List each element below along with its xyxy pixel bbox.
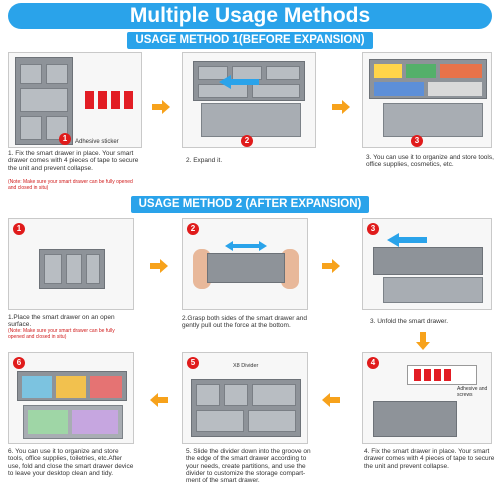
hand-image <box>193 249 211 289</box>
m1-step1-note: (Note: Make sure your smart drawer can b… <box>8 179 133 191</box>
step-number-badge: 3 <box>367 223 379 235</box>
right-arrow-icon <box>150 259 168 273</box>
adhesive-sticker-image <box>407 365 477 385</box>
page-title: Multiple Usage Methods <box>8 3 492 29</box>
m2-step1-panel: 1 <box>8 218 134 310</box>
drawer-image <box>369 59 487 99</box>
drawer-tier-image <box>383 103 483 137</box>
m2-step6-caption: 6. You can use it to organize and store … <box>8 448 134 477</box>
drawer-image <box>17 371 127 401</box>
left-arrow-icon <box>219 75 259 89</box>
step-number-badge: 2 <box>187 223 199 235</box>
step-number-badge: 4 <box>367 357 379 369</box>
drawer-image <box>193 61 305 101</box>
adhesive-sticker-image <box>85 91 137 113</box>
drawer-image <box>39 249 105 289</box>
drawer-image <box>373 401 457 437</box>
m1-step1-caption: 1. Fix the smart drawer in place. Your s… <box>8 150 139 172</box>
method2-label: USAGE METHOD 2 (AFTER EXPANSION) <box>130 196 370 213</box>
m1-step2-caption: 2. Expand it. <box>186 157 223 164</box>
m2-step2-caption: 2.Grasp both sides of the smart drawer a… <box>182 315 308 330</box>
right-arrow-icon <box>322 259 340 273</box>
method2-banner: USAGE METHOD 2 (AFTER EXPANSION) <box>0 196 500 213</box>
down-arrow-icon <box>416 332 430 350</box>
step-number-badge: 1 <box>13 223 25 235</box>
drawer-image <box>15 57 73 145</box>
method1-banner: USAGE METHOD 1(BEFORE EXPANSION) <box>0 32 500 49</box>
m2-step3-caption: 3. Unfold the smart drawer. <box>370 318 449 325</box>
m1-step2-panel: 2 <box>182 52 316 148</box>
m2-step1-caption: 1.Place the smart drawer on an open surf… <box>8 314 115 329</box>
m1-step3-panel: 3 <box>362 52 492 148</box>
m2-step5-panel: 5 X8 Divider <box>182 352 308 444</box>
m2-step2-panel: 2 <box>182 218 308 310</box>
sticker-label: Adhesive and screws <box>457 386 488 398</box>
sticker-label: Adhesive sticker <box>75 139 119 145</box>
method1-label: USAGE METHOD 1(BEFORE EXPANSION) <box>127 32 373 49</box>
hand-image <box>281 249 299 289</box>
right-arrow-icon <box>152 100 170 114</box>
drawer-tier-image <box>383 277 483 303</box>
left-arrow-icon <box>322 393 340 407</box>
drawer-tier-image <box>23 405 123 439</box>
left-arrow-icon <box>387 233 427 247</box>
drawer-image <box>373 247 483 275</box>
step-number-badge: 2 <box>241 135 253 147</box>
m1-step3-caption: 3. You can use it to organize and store … <box>366 154 494 169</box>
m2-step3-panel: 3 <box>362 218 492 310</box>
step-number-badge: 6 <box>13 357 25 369</box>
step-number-badge: 1 <box>59 133 71 145</box>
left-arrow-icon <box>150 393 168 407</box>
drawer-tier-image <box>201 103 301 137</box>
step-number-badge: 5 <box>187 357 199 369</box>
m2-step6-panel: 6 <box>8 352 134 444</box>
divider-label: X8 Divider <box>233 363 259 369</box>
double-arrow-icon <box>225 241 267 251</box>
right-arrow-icon <box>332 100 350 114</box>
m1-step1-panel: 1 Adhesive sticker <box>8 52 142 148</box>
m2-step4-caption: 4. Fix the smart drawer in place. Your s… <box>364 448 495 470</box>
m2-step4-panel: 4 Adhesive and screws <box>362 352 492 444</box>
step-number-badge: 3 <box>411 135 423 147</box>
drawer-image <box>207 253 285 283</box>
m2-step5-caption: 5. Slide the divider down into the groov… <box>186 448 311 485</box>
m2-step1-note: (Note: Make sure your smart drawer can b… <box>8 328 115 340</box>
drawer-image <box>191 379 301 437</box>
